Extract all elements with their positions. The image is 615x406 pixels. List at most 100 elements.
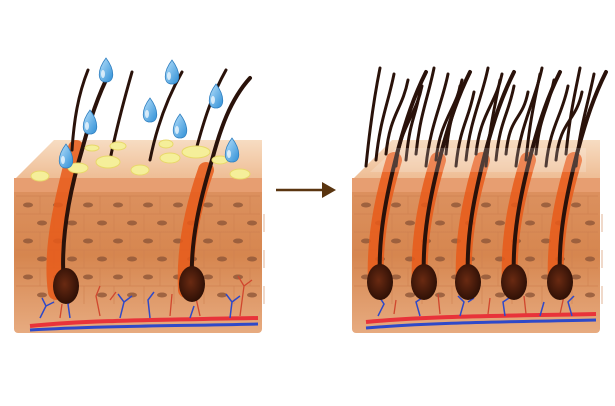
hair-bulb (411, 264, 437, 300)
cell-nucleus (361, 238, 371, 244)
before-panel (14, 57, 265, 333)
hair-strand (524, 72, 542, 162)
cell-nucleus (361, 202, 371, 208)
hair-strand (564, 66, 582, 156)
droplet-shine (61, 156, 65, 164)
cell-nucleus (83, 238, 93, 244)
cell-nucleus (525, 256, 535, 262)
cell-nucleus (217, 220, 227, 226)
hair-strand (364, 66, 382, 168)
cell-nucleus (585, 292, 595, 298)
cell-nucleus (481, 202, 491, 208)
cell-nucleus (405, 292, 415, 298)
cell-nucleus (203, 202, 213, 208)
hair-strand (454, 90, 476, 168)
surface-hairs (70, 68, 228, 162)
cell-nucleus (23, 202, 33, 208)
cell-nucleus (247, 292, 257, 298)
cell-nucleus (143, 238, 153, 244)
cell-nucleus (495, 292, 505, 298)
cell-nucleus (391, 274, 401, 280)
cell-nucleus (157, 220, 167, 226)
hair-strand (544, 84, 570, 168)
hair-shaft (465, 70, 516, 282)
dandruff-flakes (30, 139, 251, 182)
hair-strand (414, 66, 436, 156)
droplet-shine (175, 126, 179, 134)
hair-strand (444, 84, 462, 156)
cell-nucleus (233, 238, 243, 244)
hair-bulb (367, 264, 393, 300)
cell-nucleus (37, 220, 47, 226)
water-droplet (164, 59, 180, 85)
hair-bulb (547, 264, 573, 300)
droplet-shine (167, 72, 171, 80)
cell-nucleus (495, 220, 505, 226)
cell-nucleus (67, 220, 77, 226)
cell-nucleus (571, 202, 581, 208)
capillaries (39, 291, 241, 319)
hair-strand (374, 72, 396, 162)
hair-strand (534, 78, 556, 156)
cell-nucleus (173, 202, 183, 208)
cell-nucleus (113, 238, 123, 244)
epidermis-band (14, 178, 262, 192)
droplet-shine (101, 70, 105, 78)
cell-nucleus (451, 202, 461, 208)
cell-nucleus (203, 274, 213, 280)
cell-nucleus (525, 292, 535, 298)
cell-nucleus (113, 274, 123, 280)
droplet-shine (85, 122, 89, 130)
cell-nucleus (217, 292, 227, 298)
cell-nucleus (23, 238, 33, 244)
hair-strand (384, 78, 410, 156)
capillaries-red (393, 293, 565, 315)
arrow-right-icon (276, 182, 336, 198)
cell-nucleus (143, 202, 153, 208)
cell-nucleus (83, 274, 93, 280)
cell-nucleus (233, 202, 243, 208)
cell-nucleus (67, 256, 77, 262)
cell-nucleus (97, 220, 107, 226)
hair-bulb (501, 264, 527, 300)
cell-nucleus (143, 274, 153, 280)
artery (365, 312, 597, 324)
vein (29, 322, 259, 332)
after-panel (352, 66, 608, 333)
capillaries (377, 295, 575, 317)
cell-nucleus (83, 202, 93, 208)
dense-hair (364, 66, 596, 168)
cell-nucleus (247, 256, 257, 262)
water-droplet (98, 57, 114, 83)
cell-nucleus (571, 274, 581, 280)
cell-nucleus (481, 238, 491, 244)
cell-nucleus (37, 292, 47, 298)
cell-nucleus (435, 220, 445, 226)
cell-nucleus (97, 256, 107, 262)
cell-nucleus (127, 220, 137, 226)
cell-nucleus (127, 256, 137, 262)
cell-nucleus (541, 238, 551, 244)
hair-strand (464, 66, 490, 162)
cell-nucleus (157, 292, 167, 298)
cell-nucleus (23, 274, 33, 280)
hair-strand (484, 78, 502, 168)
hair-shaft (61, 70, 112, 288)
water-droplets (58, 57, 240, 169)
hair-bulb (455, 264, 481, 300)
cell-nucleus (481, 274, 491, 280)
hair-strand (504, 90, 530, 156)
water-droplet (142, 97, 158, 123)
artery (29, 316, 259, 328)
cell-nucleus (247, 220, 257, 226)
cell-nucleus (585, 220, 595, 226)
blood-vessels (365, 293, 597, 330)
cell-nucleus (203, 238, 213, 244)
hair-strand (554, 90, 584, 162)
hair-bulb (53, 268, 79, 304)
cell-nucleus (217, 256, 227, 262)
cell-nucleus (541, 202, 551, 208)
hair-bulb (179, 266, 205, 302)
hair-strand (404, 90, 422, 162)
